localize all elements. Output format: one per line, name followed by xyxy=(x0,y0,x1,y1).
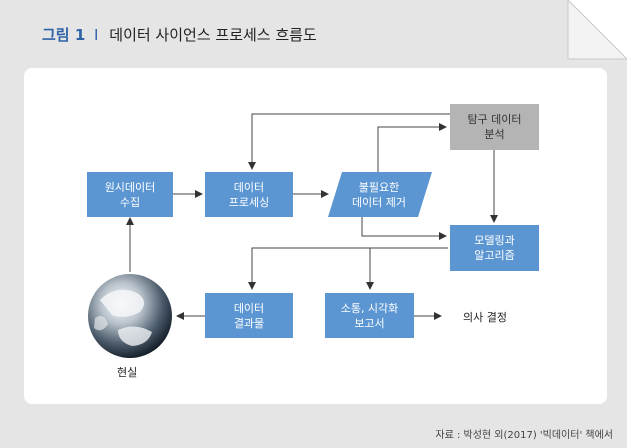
arrow-modeling-to-results xyxy=(248,247,448,290)
earth-icon xyxy=(88,274,172,358)
exploratory-analysis-box: 탐구 데이터 분석 xyxy=(450,104,539,150)
data-results-box: 데이터 결과물 xyxy=(205,293,293,338)
cleaned-data-box xyxy=(328,172,432,217)
data-processing-box: 데이터 프로세싱 xyxy=(205,172,293,217)
figure-label: 그림 1 xyxy=(42,26,86,44)
arrow-cleaning-to-eda xyxy=(377,123,447,172)
arrow-eda-to-processing xyxy=(248,113,450,170)
raw-data-collection-box: 원시데이터 수집 xyxy=(87,172,173,217)
figure-separator: I xyxy=(94,26,99,44)
decision-label: 의사 결정 xyxy=(463,311,507,324)
reality-label: 현실 xyxy=(117,366,138,379)
source-caption: 자료 : 박성현 외(2017) '빅데이터' 책에서 xyxy=(435,430,613,441)
figure-title: 그림 1 I 데이터 사이언스 프로세스 흐름도 xyxy=(42,24,317,45)
figure-title-text: 데이터 사이언스 프로세스 흐름도 xyxy=(109,26,317,44)
cleaned-data-label: 불필요한 데이터 제거 xyxy=(351,180,407,209)
modeling-algorithm-box: 모델링과 알고리즘 xyxy=(450,225,539,271)
arrow-cleaning-to-modeling xyxy=(361,216,447,240)
communication-report-box: 소통, 시각화 보고서 xyxy=(325,293,414,338)
